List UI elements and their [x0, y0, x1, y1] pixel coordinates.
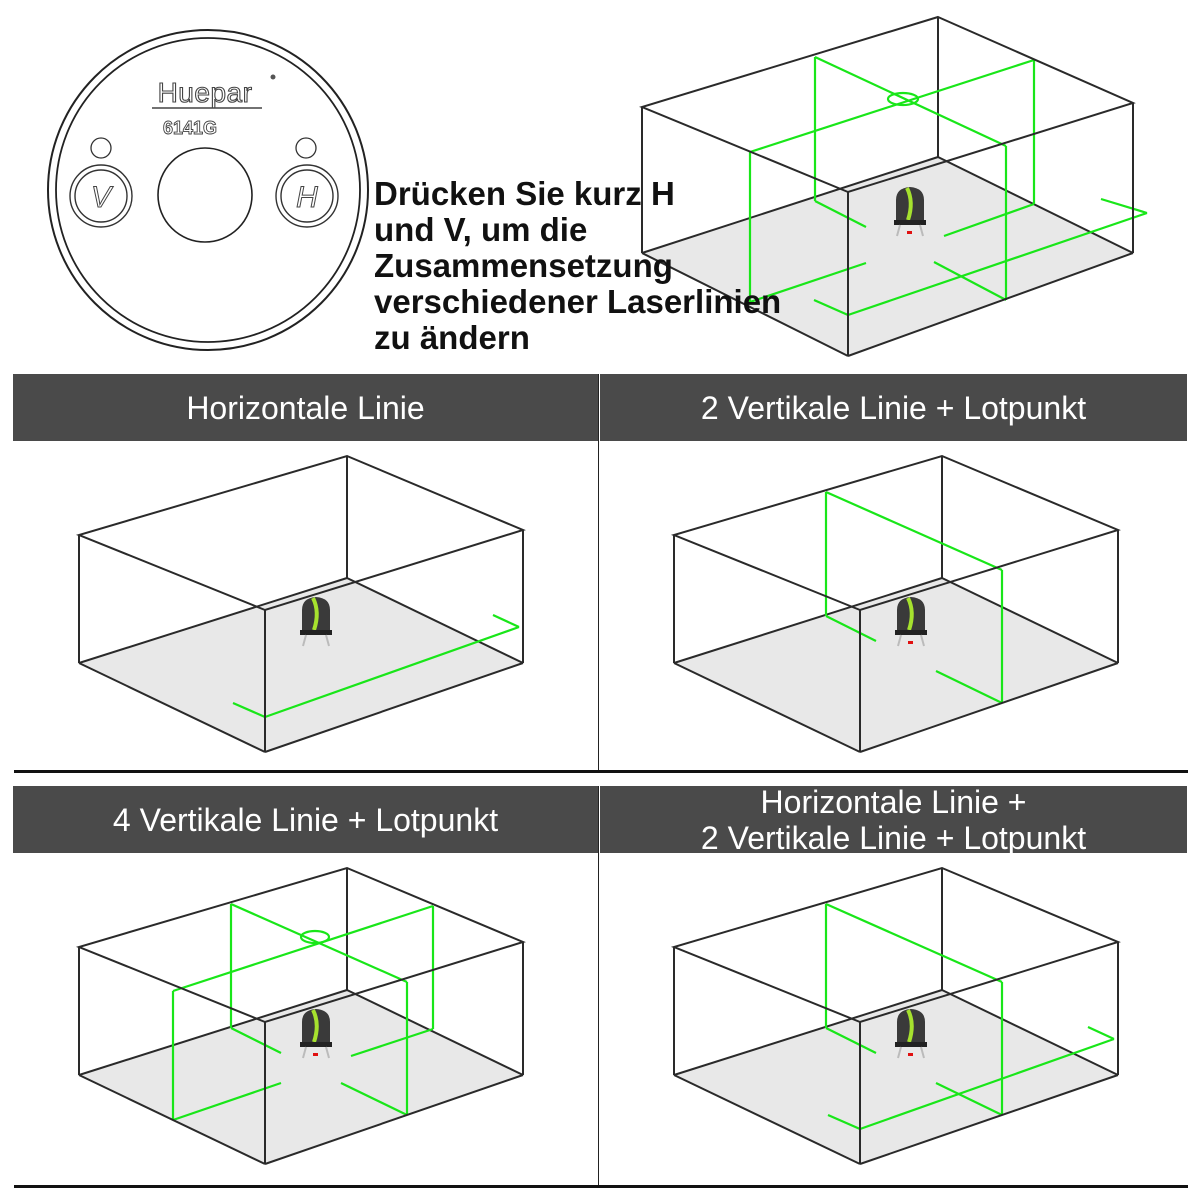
laser-lines — [748, 56, 1148, 317]
overview-room-diagram — [639, 15, 1148, 357]
mode-header-2-vertical: 2 Vertikale Linie + Lotpunkt — [600, 374, 1187, 441]
v-led-indicator — [90, 137, 112, 159]
instruction-text: Drücken Sie kurz H und V, um die Zusamme… — [374, 176, 834, 356]
diagram-4-vertical-plumb — [78, 867, 524, 1165]
diagram-horizontal-2-vertical-plumb — [673, 867, 1119, 1165]
instruction-line: und V, um die — [374, 211, 588, 248]
mode-header-4-vertical: 4 Vertikale Linie + Lotpunkt — [13, 786, 598, 853]
row-divider — [14, 770, 1188, 773]
h-led-indicator — [295, 137, 317, 159]
bottom-divider — [14, 1185, 1188, 1188]
mode-header-horizontal: Horizontale Linie — [13, 374, 598, 441]
laser-level-device-icon — [894, 187, 926, 237]
mode-title: 4 Vertikale Linie + Lotpunkt — [112, 801, 499, 838]
huepar-logo: Huepar 6141G — [152, 74, 276, 138]
mode-title: Horizontale Linie — [186, 389, 425, 426]
v-button[interactable]: V — [69, 164, 133, 228]
v-button-label: V — [91, 181, 114, 214]
instruction-line: Drücken Sie kurz H — [374, 175, 675, 212]
diagram-2-vertical-plumb — [673, 455, 1119, 753]
control-panel-illustration: Huepar 6141G V H — [47, 29, 369, 351]
mode-title: 2 Vertikale Linie + Lotpunkt — [700, 819, 1087, 856]
mode-title: Horizontale Linie + — [760, 783, 1027, 820]
plumb-dot — [907, 231, 912, 234]
h-button-label: H — [296, 181, 318, 214]
brand-text: Huepar — [158, 77, 253, 108]
instruction-line: zu ändern — [374, 319, 530, 356]
column-divider — [598, 374, 599, 772]
center-hole — [157, 147, 253, 243]
mode-header-horizontal-2-vertical: Horizontale Linie + 2 Vertikale Linie + … — [600, 783, 1187, 856]
model-number: 6141G — [163, 118, 217, 138]
diagram-horizontal-line — [78, 455, 524, 753]
instruction-line: verschiedener Laserlinien — [374, 283, 782, 320]
h-button[interactable]: H — [275, 164, 339, 228]
mode-title: 2 Vertikale Linie + Lotpunkt — [700, 389, 1087, 426]
column-divider — [598, 786, 599, 1186]
instruction-line: Zusammensetzung — [374, 247, 673, 284]
